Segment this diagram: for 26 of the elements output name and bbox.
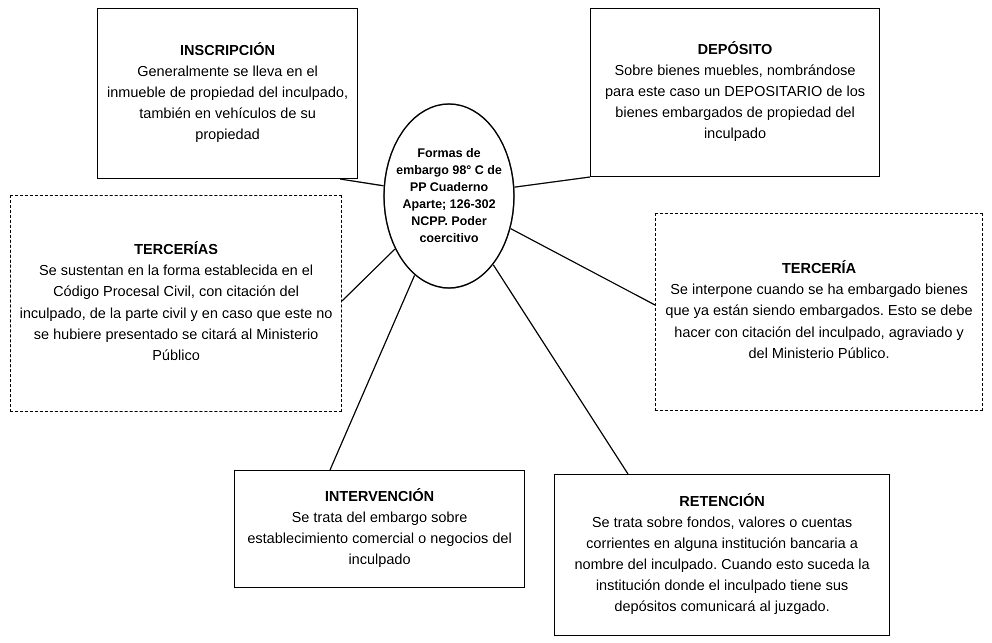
box-heading: INTERVENCIÓN [324,487,434,507]
text-box [590,8,880,177]
connector-line [510,228,656,306]
box-heading: INSCRIPCIÓN [180,41,276,61]
connector-line [514,176,590,188]
box-text: Se interpone cuando se ha embargado bienes que ya están siendo embargados. Esto se debe hacer con citación del inculpado, agraviado y del Ministerio Público. [664,281,974,364]
box-heading: TERCERÍA [782,259,856,280]
connector-line [340,178,384,186]
text-box [554,474,890,636]
box-heading: DEPÓSITO [698,40,772,60]
box-text: Se trata sobre fondos, valores o cuentas corrientes en alguna institución bancaria a nombre del inculpado. Cuando esto suceda la institución donde el inculpado tiene sus depósitos comunicará al juzgado. [573,514,871,618]
center-text: Formas de embargo 98° C de PP Cuaderno Aparte; 126-302 NCPP. Poder coercitivo [395,145,503,247]
connector-line [342,248,396,302]
box-text: Generalmente se lleva en el inmueble de propiedad del inculpado, también en vehículos de su propiedad [106,62,349,146]
text-box [10,195,342,412]
connector-line [329,275,416,470]
connector-line [492,264,629,474]
box-heading: RETENCIÓN [679,492,765,512]
box-text: Se trata del embargo sobre establecimiento comercial o negocios del inculpado [246,508,513,570]
text-box [97,8,358,179]
box-text: Sobre bienes muebles, nombrándose para este caso un DEPOSITARIO de los bienes embargados de propiedad del inculpado [604,62,866,144]
box-heading: TERCERÍAS [134,240,218,260]
box-text: Se sustentan en la forma establecida en el Código Procesal Civil, con citación del inculpado, de la parte civil y en caso que este no se hubiere presentado se citará al Ministerio Público [19,262,333,366]
text-box [655,213,983,411]
central-ellipse [383,103,515,289]
text-box [234,470,525,588]
